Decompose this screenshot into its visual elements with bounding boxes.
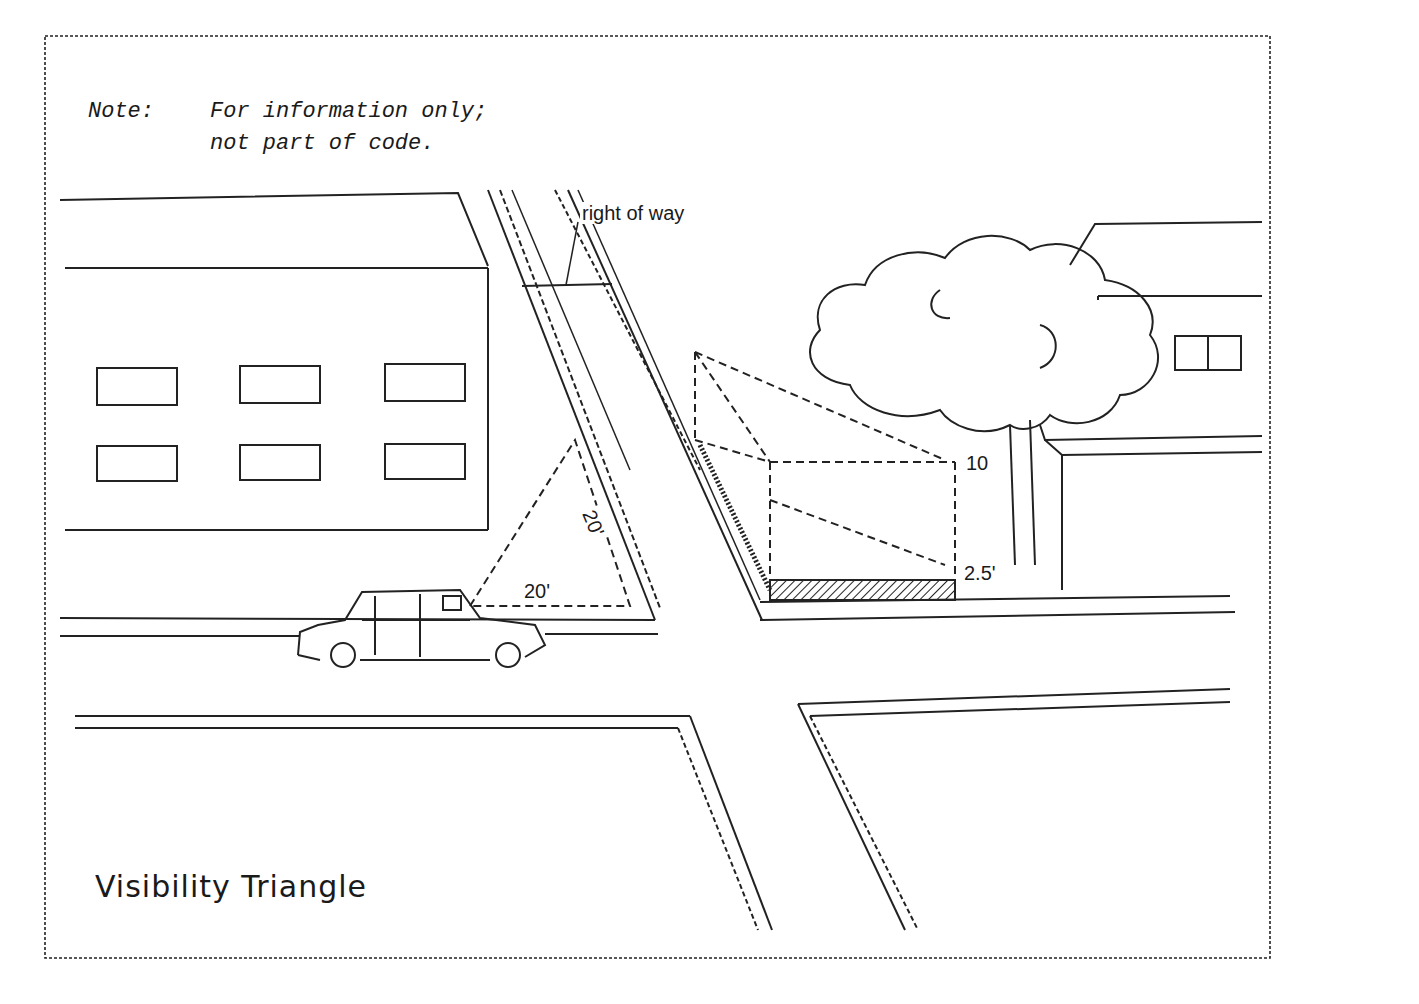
dimension-label: 20' (522, 580, 552, 602)
dimension-label: 10 (964, 452, 990, 474)
dimension-label: 20' (578, 505, 610, 541)
note-label: Note: (88, 96, 154, 128)
note-text: For information only; not part of code. (210, 96, 510, 160)
dimension-label: 2.5' (962, 562, 998, 584)
right-of-way-label: right of way (580, 202, 686, 224)
figure-caption: Visibility Triangle (95, 865, 367, 909)
